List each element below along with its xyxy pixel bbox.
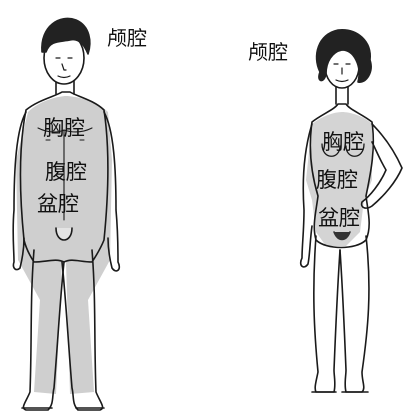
male-left-leg (22, 249, 65, 411)
female-left-leg (313, 235, 341, 393)
male-cranial-label: 颅腔 (107, 26, 147, 50)
male-thoracic-label: 胸腔 (43, 116, 85, 140)
female-right-leg (339, 235, 370, 393)
female-cranial-label: 颅腔 (248, 40, 288, 64)
female-abdominal-label: 腹腔 (316, 168, 358, 192)
female-left-arm (299, 123, 313, 268)
female-right-arm (360, 123, 403, 209)
male-figure (12, 17, 121, 411)
female-figure (299, 29, 403, 393)
female-hair (315, 29, 372, 83)
male-left-arm (12, 111, 27, 271)
male-pelvic-label: 盆腔 (37, 192, 79, 216)
female-thoracic-label: 胸腔 (322, 130, 364, 154)
male-cavity-shade (16, 96, 112, 394)
male-hair (41, 17, 91, 55)
male-right-arm (103, 111, 121, 272)
female-pelvic-label: 盆腔 (318, 206, 360, 230)
male-abdominal-label: 腹腔 (45, 160, 87, 184)
male-right-leg (61, 249, 104, 411)
female-torso (309, 103, 375, 249)
